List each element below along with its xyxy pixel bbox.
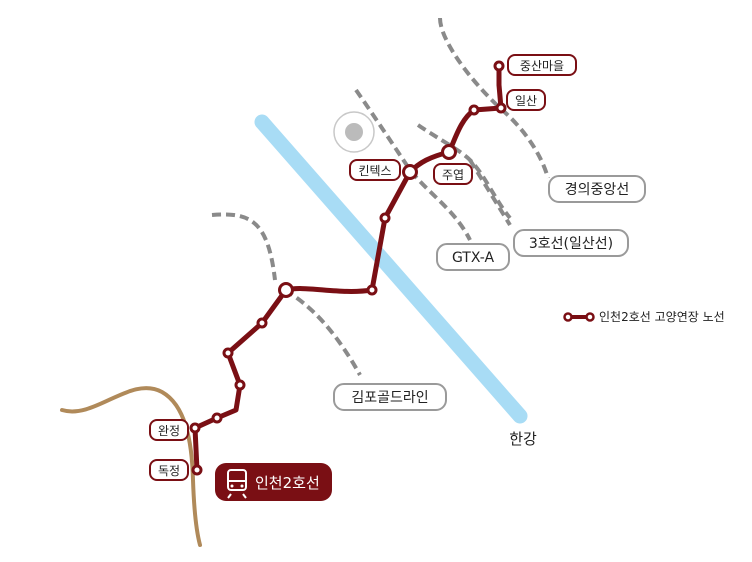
connector-label-line3[interactable]: 3호선(일산선) bbox=[513, 229, 629, 257]
river-label: 한강 bbox=[509, 430, 537, 448]
legend-station-icon bbox=[563, 312, 573, 322]
han-river bbox=[254, 114, 528, 424]
legend: 인천2호선 고양연장 노선 bbox=[563, 309, 725, 324]
line-badge[interactable]: 인천2호선 bbox=[215, 463, 332, 501]
station-name: 중산마을 bbox=[520, 59, 564, 73]
station-label-jungsan[interactable]: 중산마을 bbox=[507, 54, 577, 76]
station-jungsan-marker[interactable] bbox=[493, 60, 505, 72]
legend-label: 인천2호선 고양연장 노선 bbox=[599, 309, 725, 324]
station-label-juyeop[interactable]: 주엽 bbox=[433, 163, 473, 185]
station-name: 주엽 bbox=[442, 168, 464, 182]
gyeongui-line bbox=[438, 17, 550, 179]
station-label-wanjeong[interactable]: 완정 bbox=[149, 419, 189, 441]
station-wanjeong-marker[interactable] bbox=[189, 422, 201, 434]
station-mid6-marker[interactable] bbox=[234, 379, 246, 391]
gimpo-line-top bbox=[211, 212, 277, 281]
station-name: 독정 bbox=[158, 464, 180, 478]
station-name: 완정 bbox=[158, 424, 180, 438]
station-mid3-marker[interactable] bbox=[366, 284, 378, 296]
connector-label-gtxa[interactable]: GTX-A bbox=[436, 243, 510, 271]
station-mid2-marker[interactable] bbox=[379, 212, 391, 224]
station-mid7-marker[interactable] bbox=[211, 412, 223, 424]
station-name: 킨텍스 bbox=[358, 164, 391, 178]
station-dokjeong-marker[interactable] bbox=[191, 464, 203, 476]
connector-name: GTX-A bbox=[452, 250, 495, 266]
station-label-kintex[interactable]: 킨텍스 bbox=[349, 159, 401, 181]
station-juyeop-marker[interactable] bbox=[441, 144, 457, 160]
connector-name: 3호선(일산선) bbox=[529, 236, 613, 252]
stream bbox=[60, 386, 202, 547]
station-label-dokjeong[interactable]: 독정 bbox=[149, 459, 189, 481]
connector-lines bbox=[211, 17, 550, 376]
connector-label-gimpo[interactable]: 김포골드라인 bbox=[333, 383, 447, 411]
station-ilsan-marker[interactable] bbox=[495, 102, 507, 114]
station-mid4-marker[interactable] bbox=[256, 317, 268, 329]
line3-lower bbox=[468, 158, 512, 227]
connector-name: 김포골드라인 bbox=[351, 390, 428, 406]
connector-name: 경의중앙선 bbox=[565, 182, 629, 198]
gtxa-line bbox=[354, 88, 472, 241]
train-icon bbox=[227, 469, 247, 499]
station-name: 일산 bbox=[515, 94, 537, 108]
legend-station-icon bbox=[585, 312, 595, 322]
station-markers bbox=[189, 60, 507, 476]
gimpo-line-bottom bbox=[283, 288, 362, 376]
station-gimpo-transfer-marker[interactable] bbox=[278, 282, 294, 298]
badge-label: 인천2호선 bbox=[255, 474, 320, 492]
station-kintex-marker[interactable] bbox=[402, 164, 418, 180]
station-label-ilsan[interactable]: 일산 bbox=[506, 89, 546, 111]
connector-label-gyeongui[interactable]: 경의중앙선 bbox=[548, 175, 646, 203]
station-mid5-marker[interactable] bbox=[222, 347, 234, 359]
station-mid1-marker[interactable] bbox=[468, 104, 480, 116]
kintex-hub-icon bbox=[333, 111, 375, 153]
